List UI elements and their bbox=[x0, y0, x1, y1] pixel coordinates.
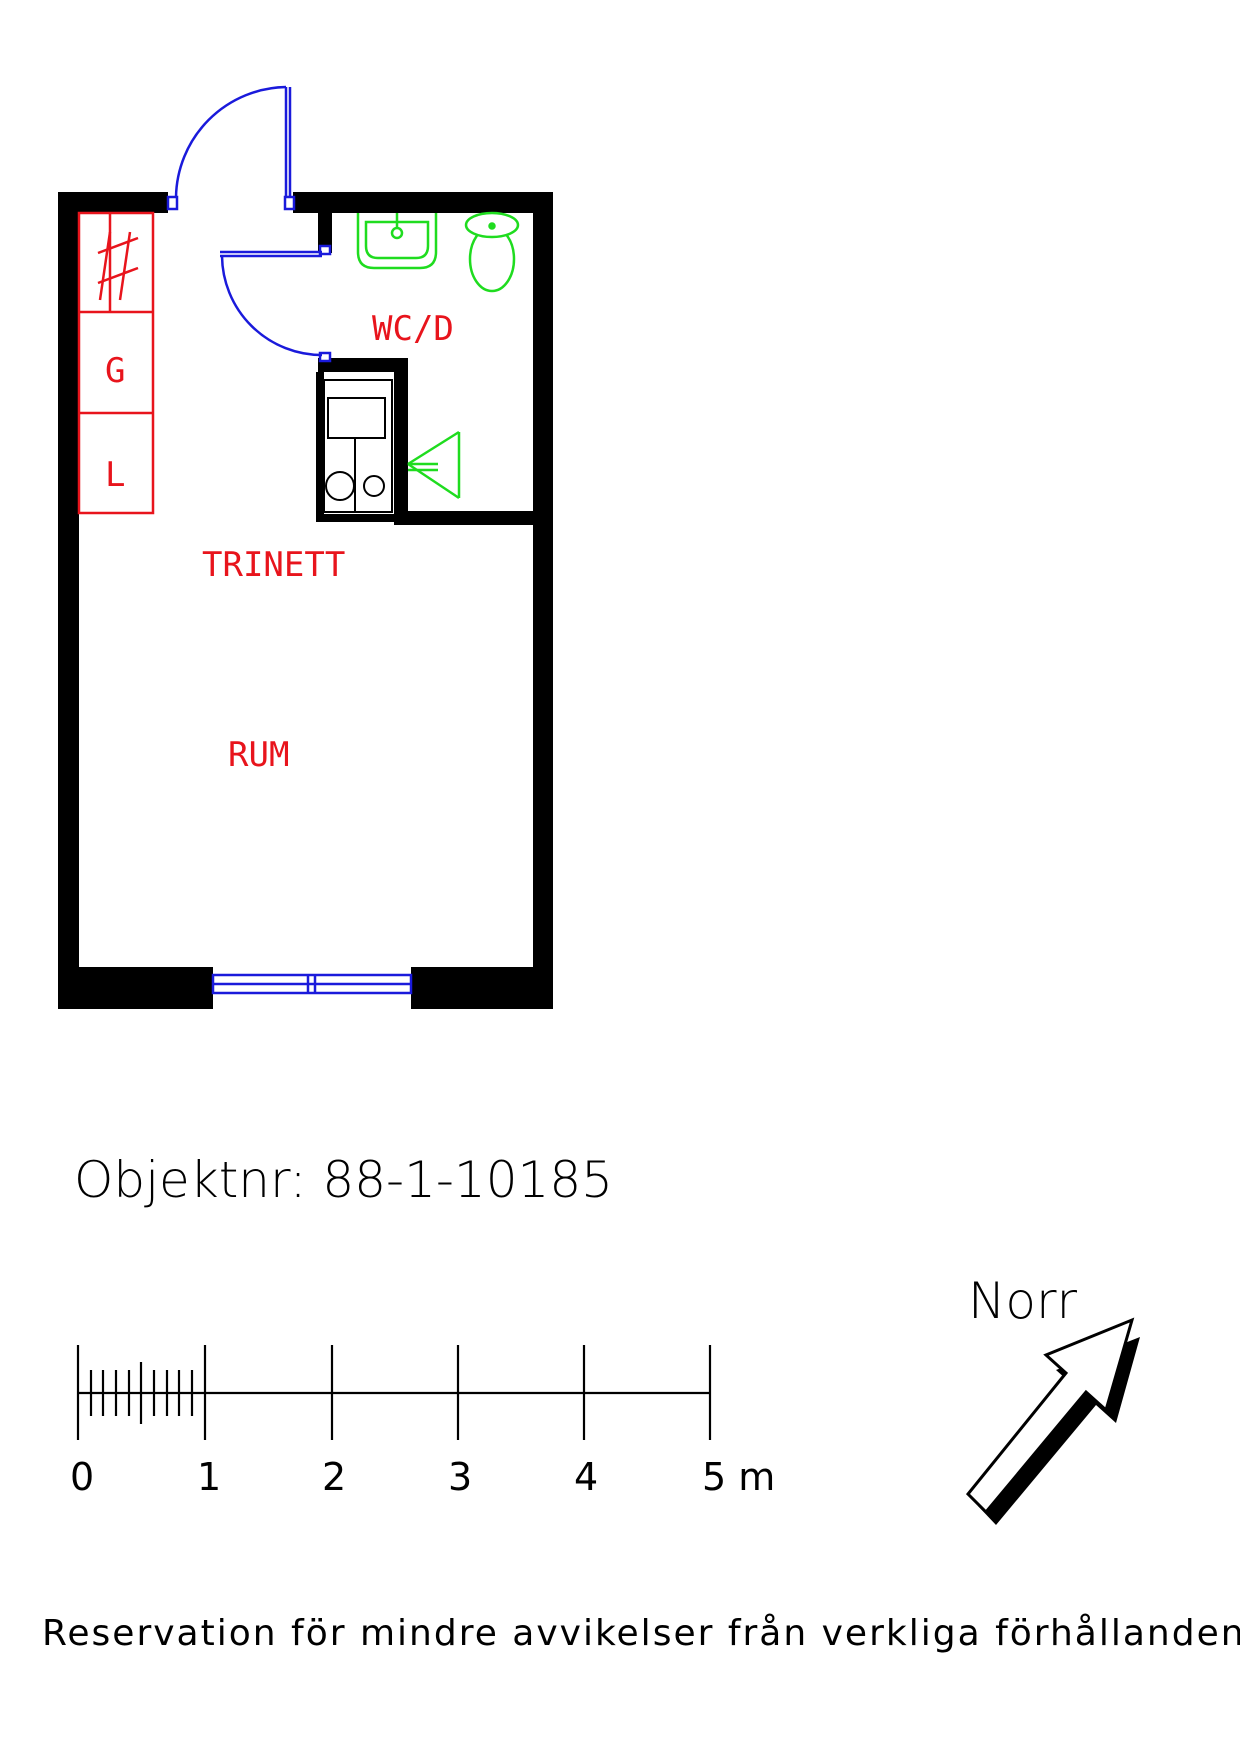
sink-drain bbox=[390, 226, 404, 240]
wall-bath-stove-right bbox=[394, 358, 408, 518]
object-number: Objektnr: 88-1-10185 bbox=[74, 1151, 613, 1209]
cabinet-hatch-1 bbox=[98, 231, 112, 301]
toilet-button bbox=[488, 222, 496, 230]
shower-head-icon bbox=[407, 430, 460, 466]
walls bbox=[58, 192, 553, 1009]
scale-bar bbox=[76, 1345, 712, 1440]
scale-label-0: 0 bbox=[70, 1455, 94, 1499]
cabinet-hatch-3 bbox=[97, 266, 139, 285]
stove-burner-large bbox=[325, 471, 355, 501]
stove bbox=[323, 379, 393, 513]
bath-door-jamb-top bbox=[318, 244, 332, 256]
stove-burner-small bbox=[363, 475, 385, 497]
north-label: Norr bbox=[968, 1272, 1078, 1330]
sink-icon bbox=[356, 213, 438, 270]
bath-fixtures bbox=[356, 211, 520, 500]
north-arrow-body bbox=[965, 1317, 1135, 1515]
wall-stove-bottom bbox=[316, 514, 408, 522]
entrance-door-jamb-left bbox=[166, 195, 179, 211]
doors bbox=[166, 85, 413, 995]
scale-label-2: 2 bbox=[322, 1455, 346, 1499]
scale-label-4: 4 bbox=[574, 1455, 598, 1499]
cabinet-label-l: L bbox=[105, 455, 125, 495]
entrance-door-swing bbox=[174, 85, 287, 198]
stove-oven bbox=[327, 397, 386, 439]
north-arrow-icon bbox=[965, 1317, 1140, 1525]
wall-right bbox=[533, 192, 553, 1009]
stove-body bbox=[323, 379, 393, 513]
wall-left bbox=[58, 192, 79, 1009]
wall-bath-bottom bbox=[394, 511, 540, 525]
sink-basin bbox=[364, 220, 430, 260]
bath-door-swing bbox=[220, 255, 323, 357]
cabinet-hatch-2 bbox=[118, 231, 132, 301]
wall-top-left bbox=[58, 192, 168, 213]
cabinet-column bbox=[77, 211, 155, 515]
scale-label-5: 5 m bbox=[702, 1455, 775, 1499]
wc-label: WC/D bbox=[372, 309, 454, 349]
disclaimer-text: Reservation för mindre avvikelser från v… bbox=[42, 1613, 1240, 1654]
kitchenette-label: TRINETT bbox=[202, 545, 345, 585]
wall-bottom-right bbox=[411, 967, 553, 1009]
kitchen-cabinets bbox=[77, 211, 155, 515]
wall-bath-upper bbox=[318, 213, 332, 253]
wall-stove-left bbox=[316, 372, 324, 522]
cabinet-label-g: G bbox=[105, 351, 125, 391]
cabinet-hatch-4 bbox=[97, 236, 139, 255]
room-label: RUM bbox=[228, 735, 289, 775]
wall-bath-lower bbox=[318, 358, 408, 372]
scale-label-1: 1 bbox=[197, 1455, 221, 1499]
wall-bottom-left bbox=[58, 967, 213, 1009]
scale-labels: 0 1 2 3 4 5 m bbox=[70, 1455, 775, 1499]
wall-top-right bbox=[293, 192, 553, 213]
entrance-door-jamb-right bbox=[283, 195, 296, 211]
scale-label-3: 3 bbox=[448, 1455, 472, 1499]
bath-door-jamb-bottom bbox=[318, 351, 332, 363]
